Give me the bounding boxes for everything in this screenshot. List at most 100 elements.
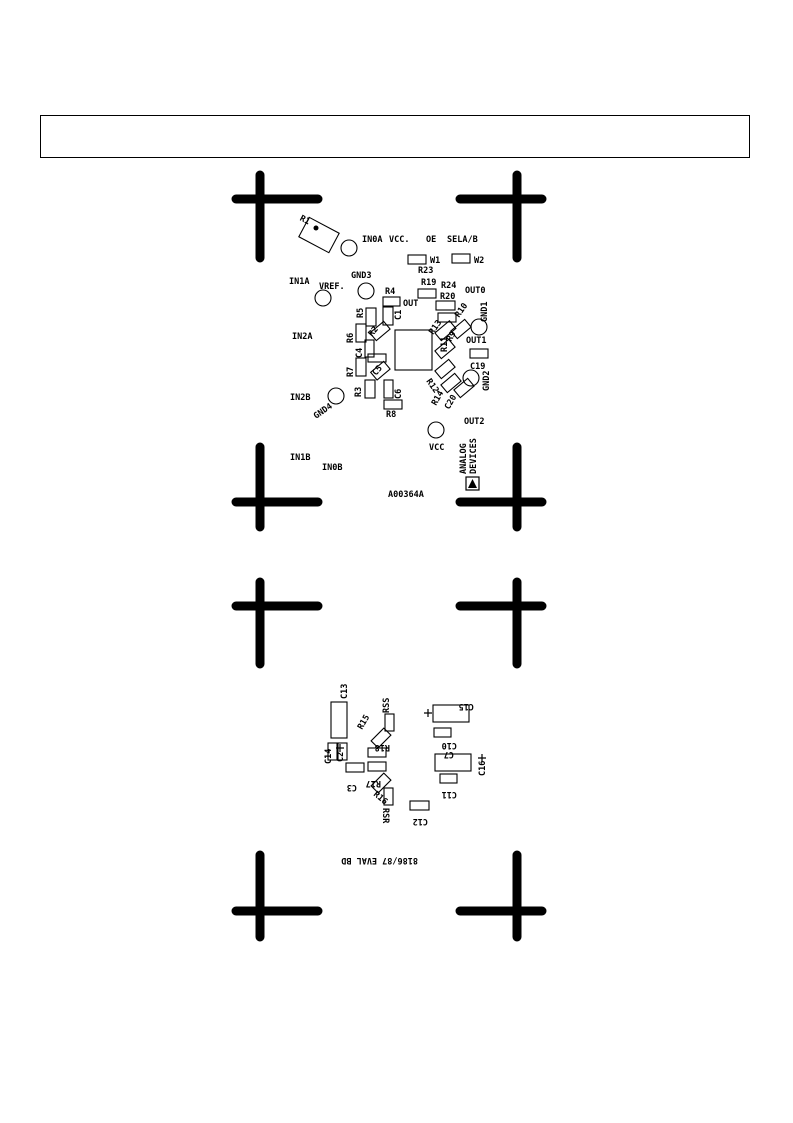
label-gnd4: GND4 bbox=[312, 402, 335, 422]
label-r5: R5 bbox=[356, 308, 366, 318]
label-in1a: IN1A bbox=[289, 277, 309, 287]
label-rsr: RSR bbox=[380, 808, 390, 824]
label-vref: VREF. bbox=[319, 282, 345, 292]
label-r19: R19 bbox=[421, 278, 436, 288]
test-point-gnd2 bbox=[462, 369, 480, 387]
label-devices: DEVICES bbox=[469, 438, 479, 474]
component-r16 bbox=[370, 772, 392, 794]
label-c20: C20 bbox=[443, 393, 459, 411]
component-r17 bbox=[367, 761, 387, 772]
component-rsr bbox=[383, 787, 394, 806]
component-c13 bbox=[330, 701, 348, 739]
ic-main bbox=[394, 329, 433, 371]
component-r15 bbox=[370, 727, 392, 749]
label-gnd3: GND3 bbox=[351, 271, 371, 281]
component-c7 bbox=[434, 753, 472, 772]
label-gnd2: GND2 bbox=[482, 371, 492, 391]
crosshair-mark bbox=[455, 850, 547, 942]
label-vcc-top: VCC. bbox=[389, 235, 409, 245]
component-c5 bbox=[369, 360, 391, 381]
component-c1 bbox=[382, 306, 394, 326]
crosshair-mark bbox=[231, 577, 323, 669]
label-r11: R11 bbox=[440, 337, 450, 352]
component-r3 bbox=[364, 379, 376, 399]
label-r15: R15 bbox=[356, 713, 372, 731]
label-r17: R17 bbox=[366, 778, 381, 788]
component-r20 bbox=[435, 300, 456, 311]
component-r13 bbox=[434, 319, 457, 342]
label-w1: W1 bbox=[430, 256, 440, 266]
label-c1: C1 bbox=[394, 310, 404, 320]
registration-crosses-bottom bbox=[231, 577, 547, 942]
test-point-in0a bbox=[340, 239, 358, 257]
components-small-top bbox=[355, 253, 489, 410]
crosshair-mark bbox=[231, 170, 323, 263]
plus-sign-c14 bbox=[336, 744, 344, 752]
label-c7: C7 bbox=[444, 749, 454, 759]
plus-sign-c15 bbox=[424, 709, 432, 717]
component-r1: R1 bbox=[298, 214, 340, 254]
test-points-top bbox=[314, 239, 488, 439]
component-r12 bbox=[434, 358, 456, 380]
component-r4 bbox=[382, 296, 401, 307]
label-c4: C4 bbox=[355, 348, 365, 358]
crosshair-mark bbox=[231, 442, 323, 532]
label-c14: C14 bbox=[324, 749, 334, 764]
component-r5 bbox=[365, 307, 377, 327]
component-c5-pad bbox=[367, 353, 387, 363]
plus-sign-c16 bbox=[478, 754, 486, 762]
label-r8: R8 bbox=[386, 410, 396, 420]
test-point-in1a bbox=[314, 289, 332, 307]
label-r20: R20 bbox=[440, 292, 455, 302]
label-analog: ANALOG bbox=[459, 443, 469, 474]
analog-devices-logo bbox=[465, 476, 480, 491]
component-c11 bbox=[439, 773, 458, 784]
label-r4: R4 bbox=[385, 287, 395, 297]
label-c2: C2 bbox=[336, 752, 346, 762]
label-w2: W2 bbox=[474, 256, 484, 266]
component-r2 bbox=[369, 320, 391, 342]
label-r24: R24 bbox=[441, 281, 456, 291]
jumper-w1 bbox=[407, 254, 427, 265]
label-c10: C10 bbox=[442, 740, 457, 750]
test-point-in2b bbox=[327, 387, 345, 405]
label-r18: R18 bbox=[375, 742, 390, 752]
component-r11 bbox=[434, 338, 456, 360]
test-point-gnd3 bbox=[357, 282, 375, 300]
pin1-marker bbox=[313, 225, 319, 231]
component-r7 bbox=[355, 357, 367, 377]
label-r23: R23 bbox=[418, 266, 433, 276]
component-c2 bbox=[337, 742, 348, 761]
label-c3: C3 bbox=[347, 782, 357, 792]
component-c12 bbox=[409, 800, 430, 811]
label-r2: R2 bbox=[367, 325, 381, 339]
label-out1: OUT1 bbox=[466, 336, 486, 346]
crosshair-mark bbox=[231, 850, 323, 942]
crosshair-mark bbox=[455, 170, 547, 263]
label-r3: R3 bbox=[354, 387, 364, 397]
label-c13: C13 bbox=[340, 684, 350, 699]
label-out: OUT bbox=[403, 299, 418, 309]
label-c16: C16 bbox=[478, 761, 488, 776]
bottom-silkscreen: C13 RSS R15 C15 C10 C14 C2 R18 C7 C16 C3… bbox=[231, 577, 547, 942]
label-c11: C11 bbox=[442, 789, 457, 799]
label-in2a: IN2A bbox=[292, 332, 312, 342]
component-r10 bbox=[437, 312, 457, 323]
label-in0a: IN0A bbox=[362, 235, 382, 245]
label-r1: R1 bbox=[298, 214, 312, 228]
component-r8 bbox=[383, 399, 403, 410]
component-r14 bbox=[440, 372, 462, 394]
component-c6 bbox=[383, 379, 394, 399]
label-rss: RSS bbox=[382, 698, 392, 713]
label-r7: R7 bbox=[346, 367, 356, 377]
polarity-marks bbox=[336, 709, 486, 762]
label-board-id: A00364A bbox=[388, 490, 424, 500]
label-gnd1: GND1 bbox=[480, 302, 490, 322]
label-board-name: 8186/87 EVAL BD bbox=[341, 855, 418, 865]
registration-crosses-top bbox=[231, 170, 547, 532]
label-out2: OUT2 bbox=[464, 417, 484, 427]
component-c15 bbox=[432, 704, 470, 723]
test-point-vcc bbox=[427, 421, 445, 439]
component-r19 bbox=[417, 288, 437, 299]
